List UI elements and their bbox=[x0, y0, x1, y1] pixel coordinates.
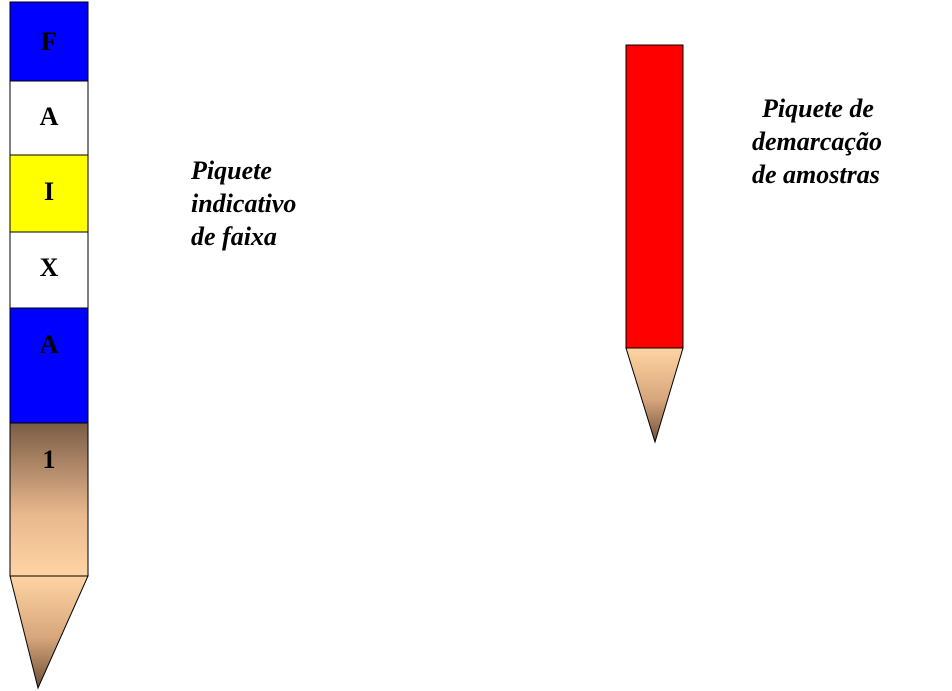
left-stake-segment-f bbox=[9, 1, 89, 82]
left-stake-segment-i bbox=[9, 154, 89, 233]
right-stake-tip bbox=[625, 347, 684, 444]
right-stake-body bbox=[625, 44, 684, 349]
left-stake-label-a2: A bbox=[40, 330, 59, 359]
left-stake-label-a1: A bbox=[40, 102, 59, 131]
right-stake-caption: Piquete de demarcação de amostras bbox=[752, 92, 882, 191]
right-caption-line-1: Piquete de bbox=[762, 94, 874, 123]
left-caption-line-1: Piquete bbox=[191, 156, 272, 185]
left-caption-line-3: de faixa bbox=[191, 222, 277, 251]
left-stake-label-f: F bbox=[41, 27, 57, 56]
right-caption-line-2: demarcação bbox=[752, 127, 882, 156]
left-caption-line-2: indicativo bbox=[191, 189, 297, 218]
left-stake: F A I X A 1 bbox=[9, 1, 89, 690]
left-stake-segment-a2 bbox=[9, 307, 89, 424]
left-stake-segment-wood bbox=[9, 422, 89, 577]
right-stake bbox=[625, 44, 684, 444]
left-stake-caption: Piquete indicativo de faixa bbox=[191, 154, 296, 253]
left-stake-label-x: X bbox=[40, 253, 59, 282]
left-stake-tip bbox=[9, 575, 89, 690]
left-stake-label-1: 1 bbox=[43, 445, 56, 474]
right-caption-line-3: de amostras bbox=[752, 160, 880, 189]
left-stake-label-i: I bbox=[44, 177, 54, 206]
left-stake-segment-x bbox=[9, 231, 89, 309]
